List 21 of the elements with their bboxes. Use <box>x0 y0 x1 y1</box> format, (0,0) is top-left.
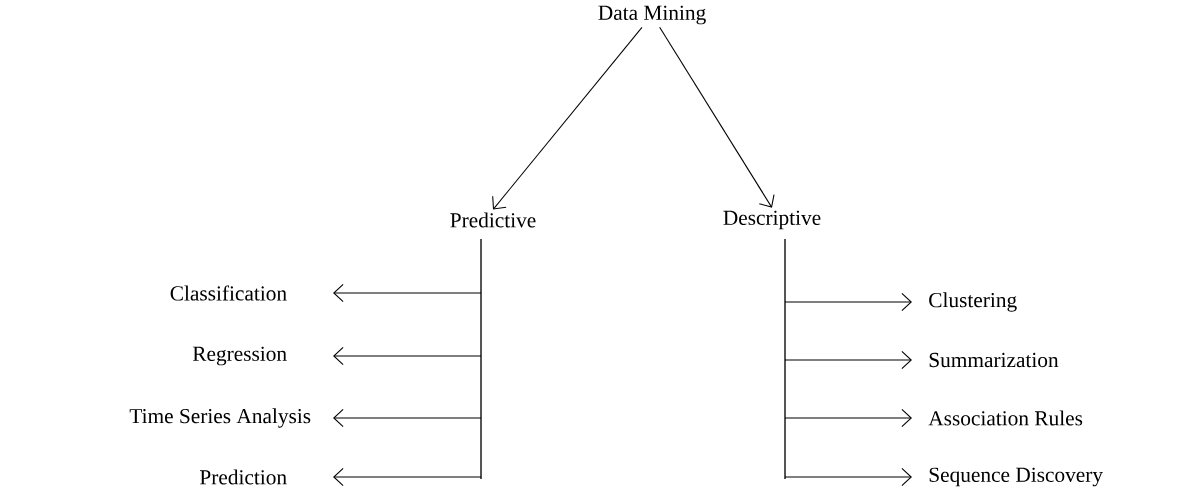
node-label: Regression <box>192 346 287 366</box>
arrow <box>333 346 482 366</box>
node-label: Summarization <box>929 352 1059 368</box>
arrow <box>784 467 912 487</box>
arrow <box>784 292 912 312</box>
arrow <box>333 283 482 303</box>
node-label: Sequence Discovery <box>929 467 1103 487</box>
node-label: Predictive <box>450 212 536 228</box>
node-label: Association Rules <box>928 410 1083 426</box>
arrow <box>333 408 482 428</box>
node-label: Data Mining <box>598 5 706 25</box>
arrow <box>784 408 912 428</box>
node-label: Prediction <box>200 469 287 485</box>
node-label: Classification <box>170 285 287 301</box>
arrow <box>492 26 643 210</box>
arrow <box>333 467 482 487</box>
node-label: Clustering <box>929 292 1017 312</box>
node-label: Descriptive <box>723 210 821 230</box>
arrow <box>784 350 912 370</box>
node-label: Time Series Analysis <box>129 408 311 428</box>
arrow <box>659 26 775 208</box>
